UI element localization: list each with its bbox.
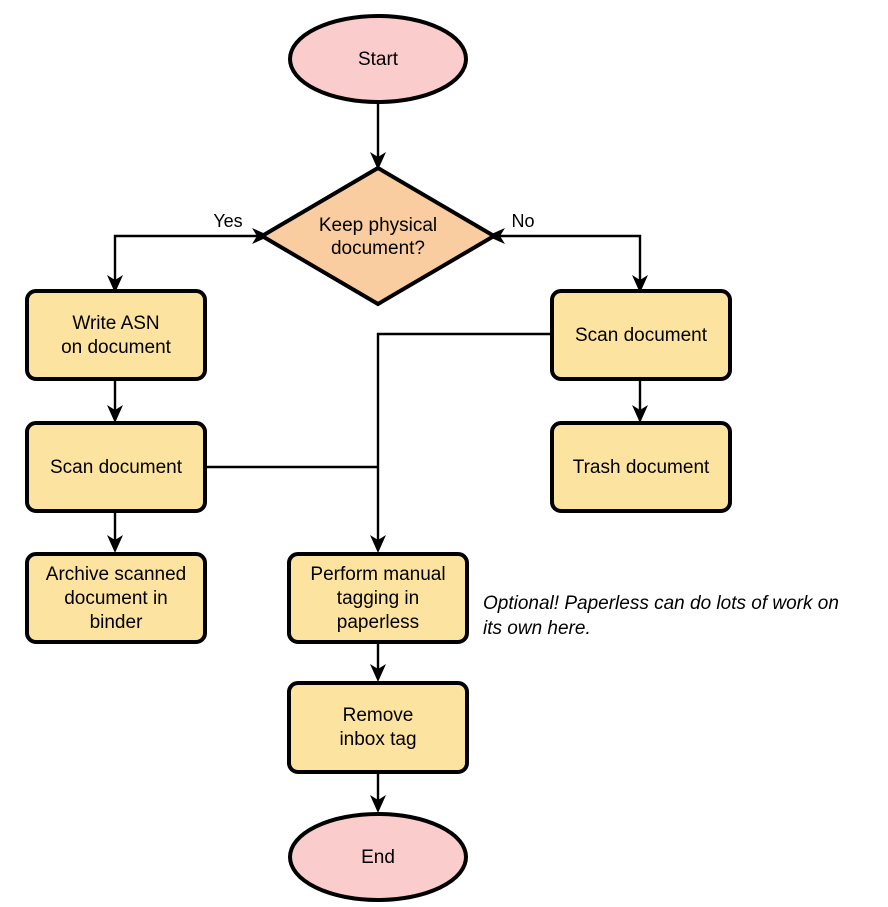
edge-start-to-decision xyxy=(370,102,386,170)
edge-label-no: No xyxy=(511,211,534,231)
node-trash-document[interactable]: Trash document xyxy=(550,421,732,513)
node-remove-inbox-label-line1: Remove xyxy=(343,705,414,726)
node-decision-label-line1: Keep physical xyxy=(319,215,437,236)
node-decision-keep-physical-document[interactable]: Keep physical document? xyxy=(258,165,498,307)
node-archive-scanned-document[interactable]: Archive scanned document in binder xyxy=(25,552,207,644)
node-archive-label-line3: binder xyxy=(90,612,143,633)
edge-scanright-to-tagging xyxy=(370,332,552,553)
node-remove-inbox-label-line2: inbox tag xyxy=(339,729,416,750)
node-decision-label-line2: document? xyxy=(331,238,425,259)
node-write-asn-label-line2: on document xyxy=(61,337,172,358)
node-start-label: Start xyxy=(358,49,399,70)
edge-tagging-to-removeinbox xyxy=(370,643,386,682)
node-write-asn-label-line1: Write ASN xyxy=(72,313,159,334)
annotation-line2: its own here. xyxy=(483,618,591,639)
node-tagging-label-line2: tagging in xyxy=(337,588,419,609)
edge-label-yes: Yes xyxy=(213,211,242,231)
edge-decision-yes xyxy=(107,228,270,293)
edge-scanright-to-trash xyxy=(632,379,648,423)
edge-writeasn-to-scanleft xyxy=(107,379,123,423)
node-archive-label-line1: Archive scanned xyxy=(46,564,186,585)
node-write-asn[interactable]: Write ASN on document xyxy=(25,289,207,381)
node-end[interactable]: End xyxy=(288,812,468,902)
annotation-line1: Optional! Paperless can do lots of work … xyxy=(483,593,839,614)
node-tagging-label-line3: paperless xyxy=(337,612,419,633)
node-tagging-label-line1: Perform manual xyxy=(310,564,445,585)
node-scan-document-right-label: Scan document xyxy=(575,325,708,346)
node-remove-inbox-tag[interactable]: Remove inbox tag xyxy=(287,681,469,774)
node-end-label: End xyxy=(361,847,395,868)
node-scan-document-left[interactable]: Scan document xyxy=(25,421,207,513)
edge-scanleft-to-archive xyxy=(107,512,123,553)
node-archive-label-line2: document in xyxy=(64,588,168,609)
node-scan-document-left-label: Scan document xyxy=(50,457,183,478)
edge-decision-no xyxy=(487,228,648,293)
node-trash-document-label: Trash document xyxy=(573,457,710,478)
node-start[interactable]: Start xyxy=(288,14,468,104)
edge-removeinbox-to-end xyxy=(370,772,386,813)
annotation-optional-note: Optional! Paperless can do lots of work … xyxy=(483,593,839,639)
node-scan-document-right[interactable]: Scan document xyxy=(550,289,732,381)
node-perform-manual-tagging[interactable]: Perform manual tagging in paperless xyxy=(287,552,469,644)
